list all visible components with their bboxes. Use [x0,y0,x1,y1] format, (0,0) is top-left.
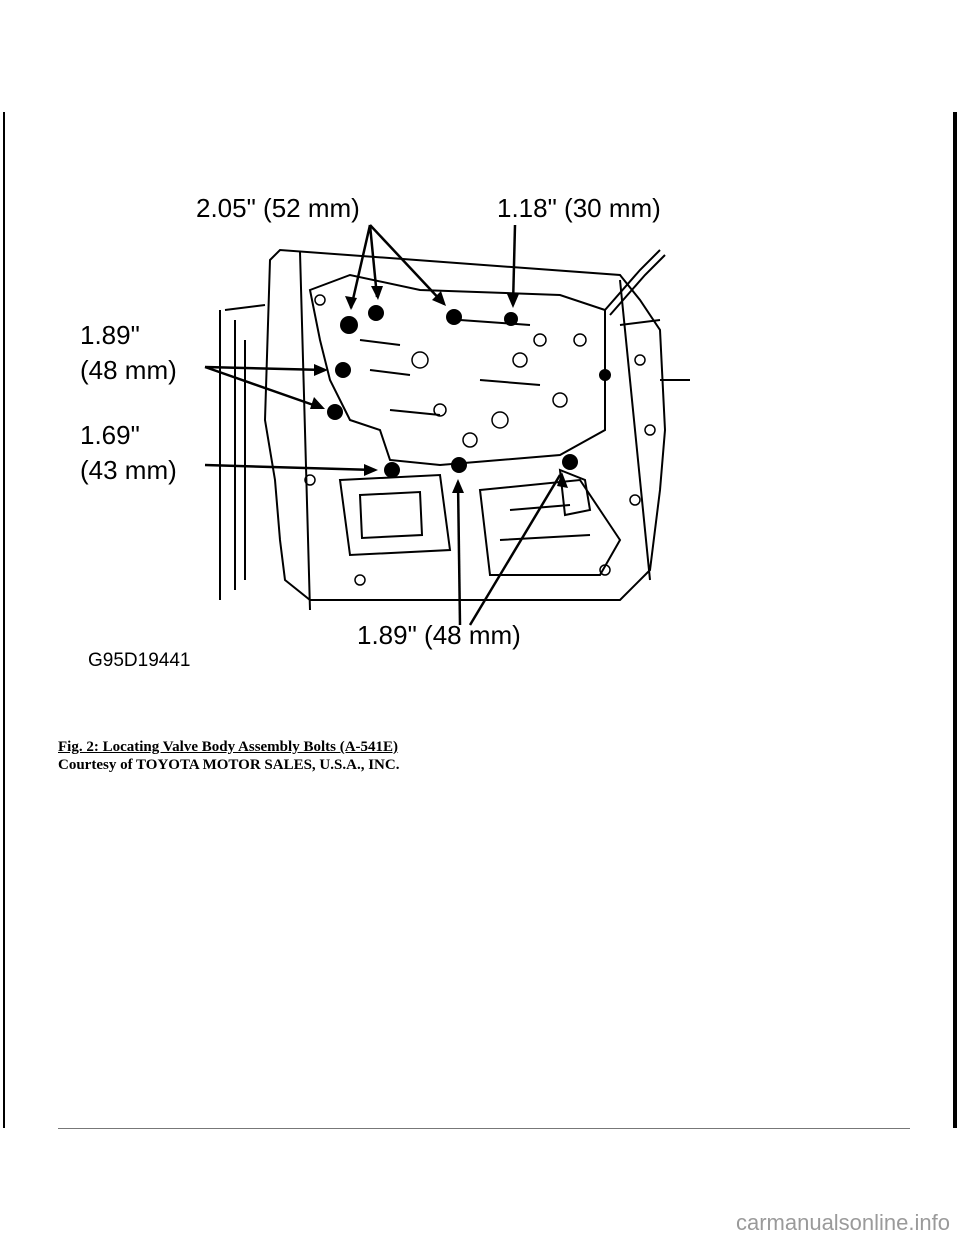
bolt-length-label-top-right: 1.18" (30 mm) [497,193,661,223]
right-page-border [953,112,957,1128]
lower-plate [338,473,452,557]
figure-title: Fig. 2: Locating Valve Body Assembly Bol… [58,739,399,755]
solenoid [558,468,592,517]
bolt-length-label-left-upper-2: (48 mm) [80,355,177,385]
bottom-divider [58,1128,910,1129]
case-flange [299,251,651,611]
wire-harness [604,249,690,381]
bolt-length-label-left-lower-2: (43 mm) [80,455,177,485]
bolt-length-label-top-left: 2.05" (52 mm) [196,193,360,223]
bolt-length-label-left-upper-1: 1.89" [80,320,140,350]
figure-code: G95D19441 [88,650,191,671]
bolt-length-label-left-lower-1: 1.69" [80,420,140,450]
left-page-border [3,112,5,1128]
watermark: carmanualsonline.info [735,1210,950,1235]
left-housing [219,304,266,600]
figure-courtesy: Courtesy of TOYOTA MOTOR SALES, U.S.A., … [58,757,400,773]
valve-body-diagram [204,224,690,626]
figure-caption: Fig. 2: Locating Valve Body Assembly Bol… [58,738,399,774]
bolt-length-label-bottom: 1.89" (48 mm) [357,620,521,650]
valve-body-plate [308,273,606,467]
channel-details [359,319,541,416]
lower-right-assembly [478,478,622,576]
